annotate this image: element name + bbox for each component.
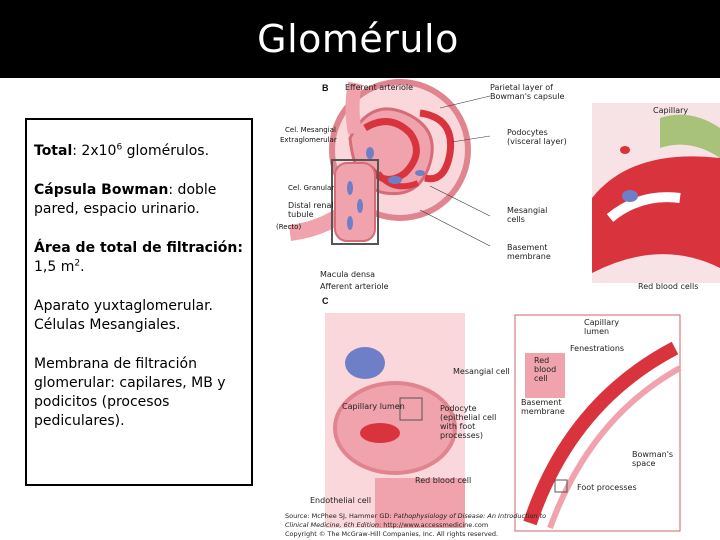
capsula-text: : doble pared, espacio urinario. [34,182,217,217]
mesangial-extra-label-2: Extraglomerular [280,136,337,144]
podocyte-label-4: processes) [440,431,483,440]
cap-lumen-label-2: lumen [584,327,610,336]
distal-label-2: tubule [288,210,314,219]
endothelial-label: Endothelial cell [310,496,372,505]
efferent-label: Efferent arteriole [345,83,414,92]
source-line-2: Clinical Medicine, 6th Edition: http://w… [285,521,546,530]
parietal-label-1: Parietal layer of [490,83,553,92]
basement-label-2: membrane [507,252,551,261]
title-bar: Glomérulo [0,0,720,78]
mesangial-label-1: Mesangial [507,206,548,215]
filtration-barrier-detail [514,314,682,532]
glomerulus-illustration [288,79,720,532]
basement-label-1: Basement [507,243,548,252]
podocyte-label-2: (epithelial cell [440,413,497,422]
parietal-label-2: Bowman's capsule [490,92,565,101]
area-paragraph: Área de total de filtración: 1,5 m2. [34,239,245,277]
capillary-label: Capillary [653,106,689,115]
podocyte-label-1: Podocyte [440,404,477,413]
bowman-label-2: space [632,459,656,468]
foot-processes-label: Foot processes [577,483,637,492]
rbc-label-1: Red [534,356,550,365]
total-suffix: glomérulos. [122,143,210,159]
glomerulus-figure: B Efferent arteriole Parietal layer of B… [270,78,720,540]
area-value: 1,5 m [34,259,75,275]
podocytes-label-1: Podocytes [507,128,548,137]
basement-c-label-2: membrane [521,407,565,416]
rbc-top-label: Red blood cells [638,282,699,291]
total-value: : 2x10 [72,143,117,159]
membrana-paragraph: Membrana de filtración glomerular: capil… [34,356,226,429]
mesangial-cell-label: Mesangial cell [453,367,510,376]
bowman-label-1: Bowman's [632,450,674,459]
total-paragraph: Total: 2x106 glomérulos. [34,142,245,161]
panel-b-letter: B [322,83,329,93]
fenestrations-label: Fenestrations [570,344,625,353]
macula-label: Macula densa [320,270,376,279]
cap-lumen-label-1: Capillary [584,318,620,327]
glomerulus-panel-b [288,79,491,247]
area-suffix: . [80,259,85,275]
source-line-1: Source: McPhee SJ, Hammer GD: Pathophysi… [285,512,546,521]
podocyte-label-3: with foot [440,422,476,431]
recto-label: (Recto) [276,223,302,231]
area-exponent: 2 [74,258,81,269]
capillary-lumen-label: Capillary lumen [342,402,405,411]
total-label: Total [34,143,73,159]
capsula-paragraph: Cápsula Bowman: doble pared, espacio uri… [34,181,245,219]
source-line-3: Copyright © The McGraw-Hill Companies, I… [285,530,499,538]
podocytes-label-2: (visceral layer) [507,137,567,146]
mesangial-extra-label-1: Cel. Mesangial [285,126,336,134]
capillary-detail [592,103,720,283]
area-label: Área de total de filtración: [34,240,243,256]
total-exponent: 6 [116,142,123,153]
capsula-label: Cápsula Bowman [34,182,169,198]
slide-title: Glomérulo [257,17,459,61]
mesangial-label-2: cells [507,215,525,224]
panel-c-letter: C [322,296,329,306]
glomerulus-panel-c [325,313,465,528]
source-prefix: Source: McPhee SJ, Hammer GD: [285,512,394,520]
afferent-label: Afferent arteriole [320,282,389,291]
source-edition: Clinical Medicine, 6th Edition [285,521,380,529]
aparato-paragraph: Aparato yuxtaglomerular. Células Mesangi… [34,298,214,333]
source-citation: Source: McPhee SJ, Hammer GD: Pathophysi… [285,512,546,539]
distal-label-1: Distal renal [288,201,334,210]
granular-label: Cel. Granular [288,184,335,192]
rbc-label-3: cell [534,374,548,383]
rbc-label-2: blood [534,365,557,374]
source-url: : http://www.accessmedicine.com [379,521,489,529]
basement-c-label-1: Basement [521,398,562,407]
text-box: Total: 2x106 glomérulos. Cápsula Bowman:… [25,118,253,486]
source-book-title: Pathophysiology of Disease: An Introduct… [393,512,547,520]
rbc-c-label: Red blood cell [415,476,472,485]
